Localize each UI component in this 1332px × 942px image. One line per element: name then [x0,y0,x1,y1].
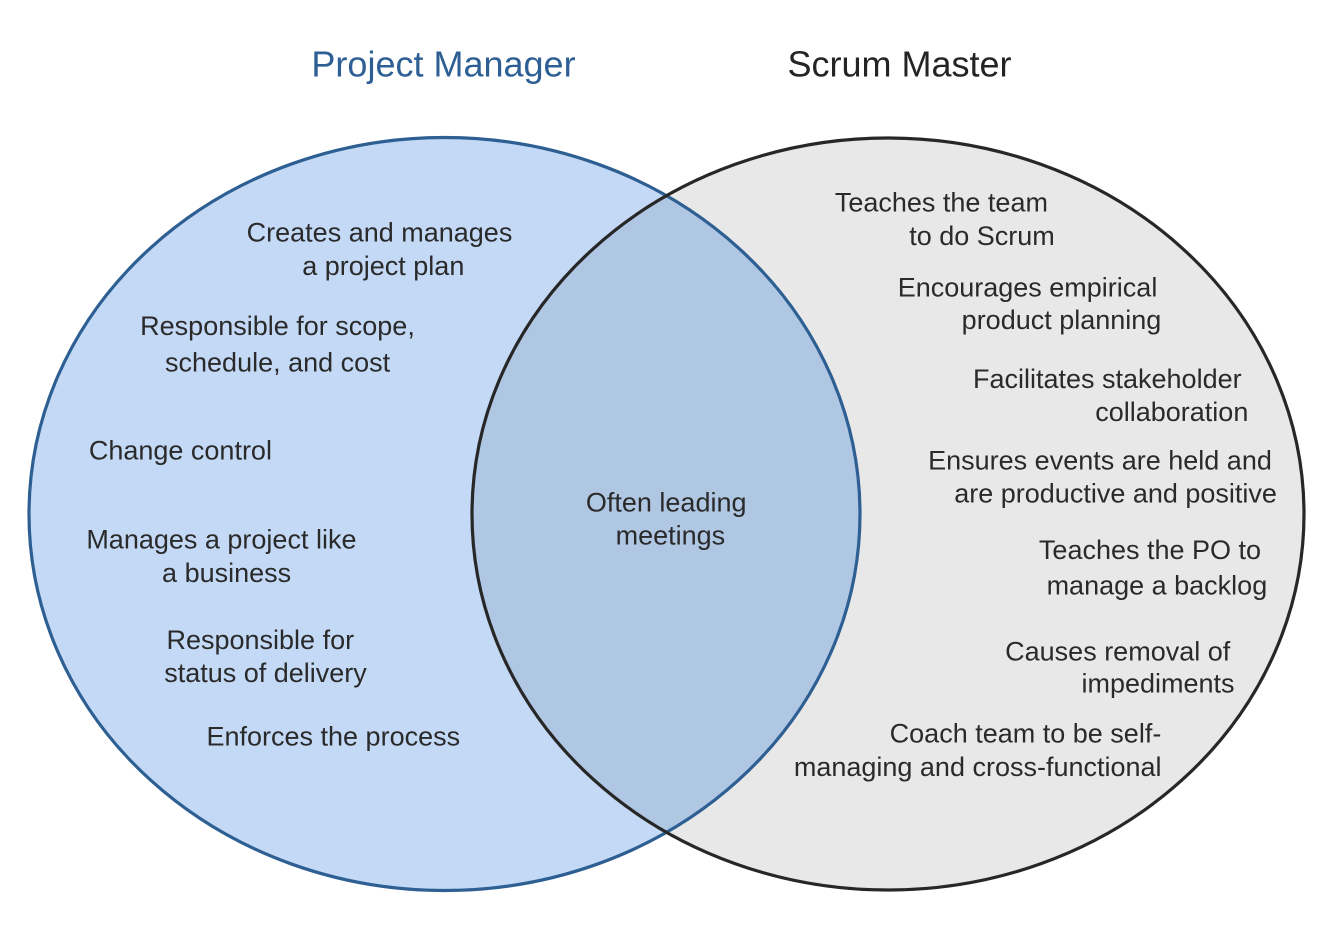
svg-text:are productive and positive: are productive and positive [954,478,1277,508]
svg-text:Manages a project like: Manages a project like [86,524,356,554]
svg-text:managing and cross-functional: managing and cross-functional [794,752,1162,782]
svg-text:impediments: impediments [1081,669,1234,699]
svg-text:a business: a business [162,558,291,588]
svg-text:a project plan: a project plan [302,251,464,281]
svg-text:Responsible for scope,: Responsible for scope, [140,311,415,341]
svg-text:to do Scrum: to do Scrum [909,221,1055,251]
svg-text:manage a backlog: manage a backlog [1047,571,1268,601]
svg-text:Teaches the team: Teaches the team [835,187,1048,217]
svg-text:status of delivery: status of delivery [164,658,367,688]
svg-text:Causes removal of: Causes removal of [1005,637,1231,667]
svg-text:Creates and manages: Creates and manages [247,217,513,247]
svg-text:Scrum Master: Scrum Master [787,44,1011,85]
svg-text:collaboration: collaboration [1095,397,1248,427]
svg-text:schedule, and cost: schedule, and cost [165,348,391,378]
svg-text:meetings: meetings [616,521,726,551]
svg-text:Coach team to be self-: Coach team to be self- [890,719,1162,749]
svg-text:Encourages empirical: Encourages empirical [898,272,1158,302]
svg-text:Project Manager: Project Manager [311,44,575,85]
svg-text:Enforces the process: Enforces the process [206,721,460,751]
svg-text:Change control: Change control [89,436,272,466]
svg-text:Facilitates stakeholder: Facilitates stakeholder [973,364,1242,394]
svg-text:Responsible for: Responsible for [166,625,354,655]
svg-text:Teaches the PO to: Teaches the PO to [1039,535,1261,565]
svg-text:product planning: product planning [962,305,1162,335]
svg-text:Ensures events are held and: Ensures events are held and [928,445,1272,475]
svg-text:Often leading: Often leading [586,488,747,518]
